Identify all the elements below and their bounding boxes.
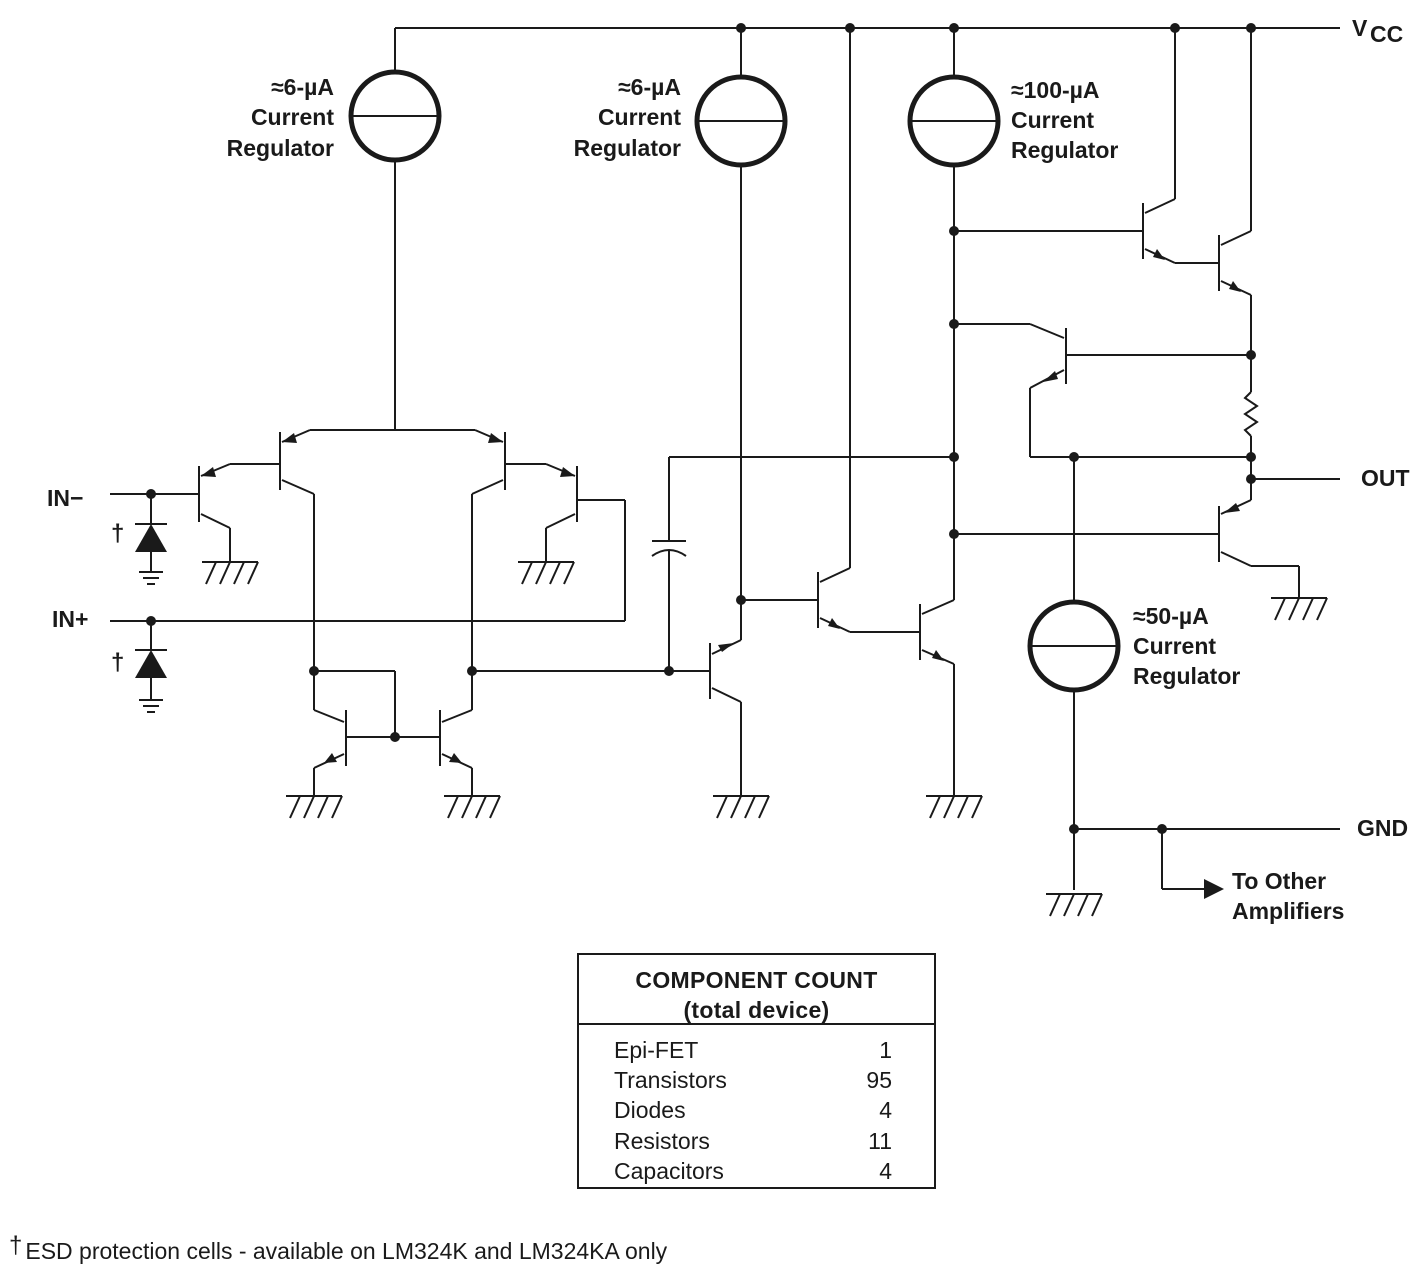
esd-diode-in-plus — [135, 621, 167, 713]
row-label: Transistors — [614, 1067, 727, 1094]
regulator-4-label: Current — [1133, 633, 1216, 659]
row-value: 4 — [879, 1097, 892, 1124]
current-regulator-2 — [694, 28, 788, 640]
table-row: Epi-FET 1 — [614, 1035, 892, 1065]
gain-stage — [651, 28, 983, 819]
output-stage — [949, 28, 1340, 621]
vcc-rail — [394, 23, 1340, 72]
regulator-3-value: ≈100-µA — [1011, 77, 1100, 103]
to-other-label: To Other — [1232, 868, 1326, 894]
regulator-2-label: Current — [598, 104, 681, 130]
regulator-4-label-2: Regulator — [1133, 663, 1240, 689]
row-value: 1 — [879, 1037, 892, 1063]
table-row: Diodes 4 — [614, 1095, 892, 1125]
current-regulator-3 — [907, 28, 1001, 600]
vcc-subscript: CC — [1370, 21, 1403, 47]
esd-dagger-1: † — [111, 520, 124, 547]
component-count-header: COMPONENT COUNT (total device) — [579, 955, 934, 1025]
regulator-3-label-2: Regulator — [1011, 137, 1118, 163]
regulator-1-value: ≈6-µA — [271, 74, 334, 100]
in-minus-label: IN− — [47, 485, 83, 511]
table-row: Resistors 11 — [614, 1126, 892, 1156]
regulator-2-label-2: Regulator — [574, 135, 681, 161]
esd-diode-in-minus — [135, 494, 167, 585]
current-regulator-4 — [1027, 457, 1121, 890]
footnote-marker: † — [9, 1232, 23, 1259]
in-plus-label: IN+ — [52, 606, 88, 632]
regulator-2-value: ≈6-µA — [618, 74, 681, 100]
gnd-label: GND — [1357, 815, 1408, 841]
row-value: 11 — [868, 1127, 892, 1154]
component-count-table: COMPONENT COUNT (total device) Epi-FET 1… — [577, 953, 936, 1189]
esd-dagger-2: † — [111, 649, 124, 676]
row-label: Diodes — [614, 1097, 686, 1124]
current-regulator-1 — [348, 69, 442, 430]
component-count-subtitle: (total device) — [683, 997, 830, 1023]
vcc-label: V — [1352, 15, 1368, 41]
row-value: 95 — [866, 1067, 892, 1094]
regulator-1-label: Current — [251, 104, 334, 130]
gnd-rail — [1045, 824, 1340, 917]
to-other-label-2: Amplifiers — [1232, 898, 1344, 924]
row-label: Capacitors — [614, 1157, 724, 1184]
table-row: Capacitors 4 — [614, 1156, 892, 1186]
input-stage — [110, 429, 626, 710]
row-value: 4 — [879, 1157, 892, 1184]
component-count-title: COMPONENT COUNT — [635, 967, 878, 993]
component-count-body: Epi-FET 1 Transistors 95 Diodes 4 Resist… — [579, 1025, 934, 1186]
out-label: OUT — [1361, 465, 1410, 491]
row-label: Epi-FET — [614, 1037, 699, 1063]
current-mirror — [285, 666, 710, 819]
regulator-1-label-2: Regulator — [227, 135, 334, 161]
footnote: †ESD protection cells - available on LM3… — [9, 1232, 668, 1266]
regulator-4-value: ≈50-µA — [1133, 603, 1209, 629]
regulator-3-label: Current — [1011, 107, 1094, 133]
table-row: Transistors 95 — [614, 1065, 892, 1095]
row-label: Resistors — [614, 1127, 710, 1154]
footnote-text: ESD protection cells - available on LM32… — [25, 1238, 668, 1264]
